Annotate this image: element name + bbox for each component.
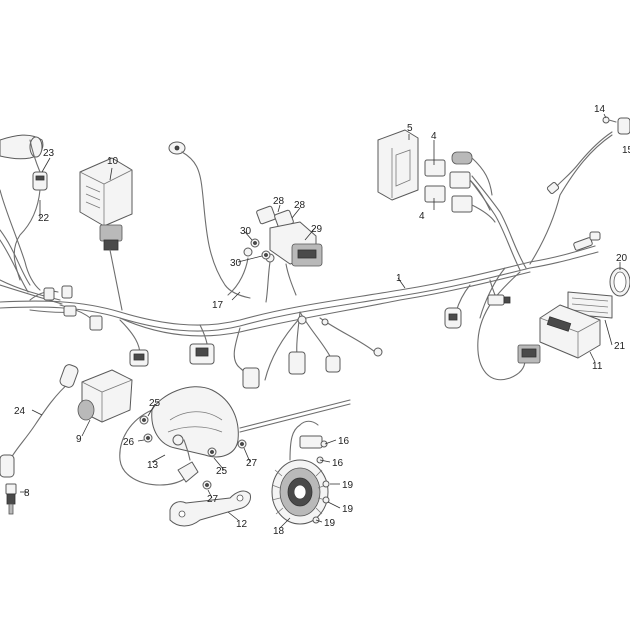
connector-front-1 [444, 307, 462, 329]
callout-19-mid: 19 [342, 504, 354, 515]
callout-25-bottom: 25 [216, 466, 228, 477]
callout-15: 15 [622, 145, 630, 156]
callout-29: 29 [311, 224, 323, 235]
screws-30 [250, 238, 271, 260]
callout-30-top: 30 [240, 226, 252, 237]
stator-18 [271, 459, 329, 525]
callout-19-top: 19 [342, 480, 354, 491]
callout-21: 21 [614, 341, 626, 352]
callout-16-bottom: 16 [332, 458, 344, 469]
callout-30-bottom: 30 [230, 258, 242, 269]
callout-24: 24 [14, 406, 26, 417]
callout-20: 20 [616, 253, 628, 264]
callout-26: 26 [123, 437, 135, 448]
leader-lines [20, 113, 621, 529]
callout-8: 8 [24, 488, 30, 499]
callout-11: 11 [592, 361, 603, 372]
wire-22 [0, 189, 41, 291]
connector-front-2 [487, 294, 511, 306]
callout-17: 17 [212, 300, 224, 311]
ecu-11 [517, 304, 601, 364]
connectors-left [43, 285, 383, 389]
bracket-12 [169, 490, 251, 527]
callout-28-left: 28 [273, 196, 285, 207]
relay-block-28-29 [256, 205, 323, 296]
callout-25-top: 25 [149, 398, 161, 409]
sensor-23 [13, 139, 48, 281]
callout-22: 22 [38, 213, 50, 224]
ground-strap [239, 399, 351, 429]
callout-23: 23 [43, 148, 55, 159]
cover-13 [119, 386, 239, 486]
callout-5: 5 [407, 123, 413, 134]
bolts-27 [202, 439, 247, 490]
relays-4 [424, 151, 496, 223]
ground-lead-17 [168, 141, 275, 303]
sensor-bracket [177, 439, 199, 483]
callout-18: 18 [273, 526, 285, 537]
callout-28-right: 28 [294, 200, 306, 211]
callout-14: 14 [594, 104, 606, 115]
spark-plug-8 [5, 483, 17, 515]
callout-27-top: 27 [246, 458, 258, 469]
connector-front-3 [573, 231, 601, 251]
callout-13: 13 [147, 460, 159, 471]
callout-16-top: 16 [338, 436, 350, 447]
callout-19-bottom: 19 [324, 518, 336, 529]
callout-1: 1 [396, 273, 402, 284]
callout-labels: 1 4 4 5 8 9 10 11 12 13 14 15 16 16 17 1… [14, 104, 630, 537]
screws-25-26 [139, 415, 217, 457]
control-unit-10 [79, 157, 133, 311]
ignition-coil-9 [77, 369, 133, 423]
ignition-lead-24 [0, 364, 79, 478]
callout-27-bottom: 27 [207, 494, 219, 505]
callout-12: 12 [236, 519, 248, 530]
callout-4-bottom: 4 [419, 211, 425, 222]
callout-10: 10 [107, 156, 119, 167]
fastener-14-15 [546, 116, 630, 194]
ring-20 [609, 267, 630, 297]
relay-cover-5 [377, 129, 419, 201]
pad-21 [567, 291, 613, 319]
pickup-bracket [289, 420, 328, 464]
left-switch-housing [0, 134, 44, 160]
callout-9: 9 [76, 434, 82, 445]
bolts-19 [312, 480, 330, 524]
callout-4-top: 4 [431, 131, 437, 142]
